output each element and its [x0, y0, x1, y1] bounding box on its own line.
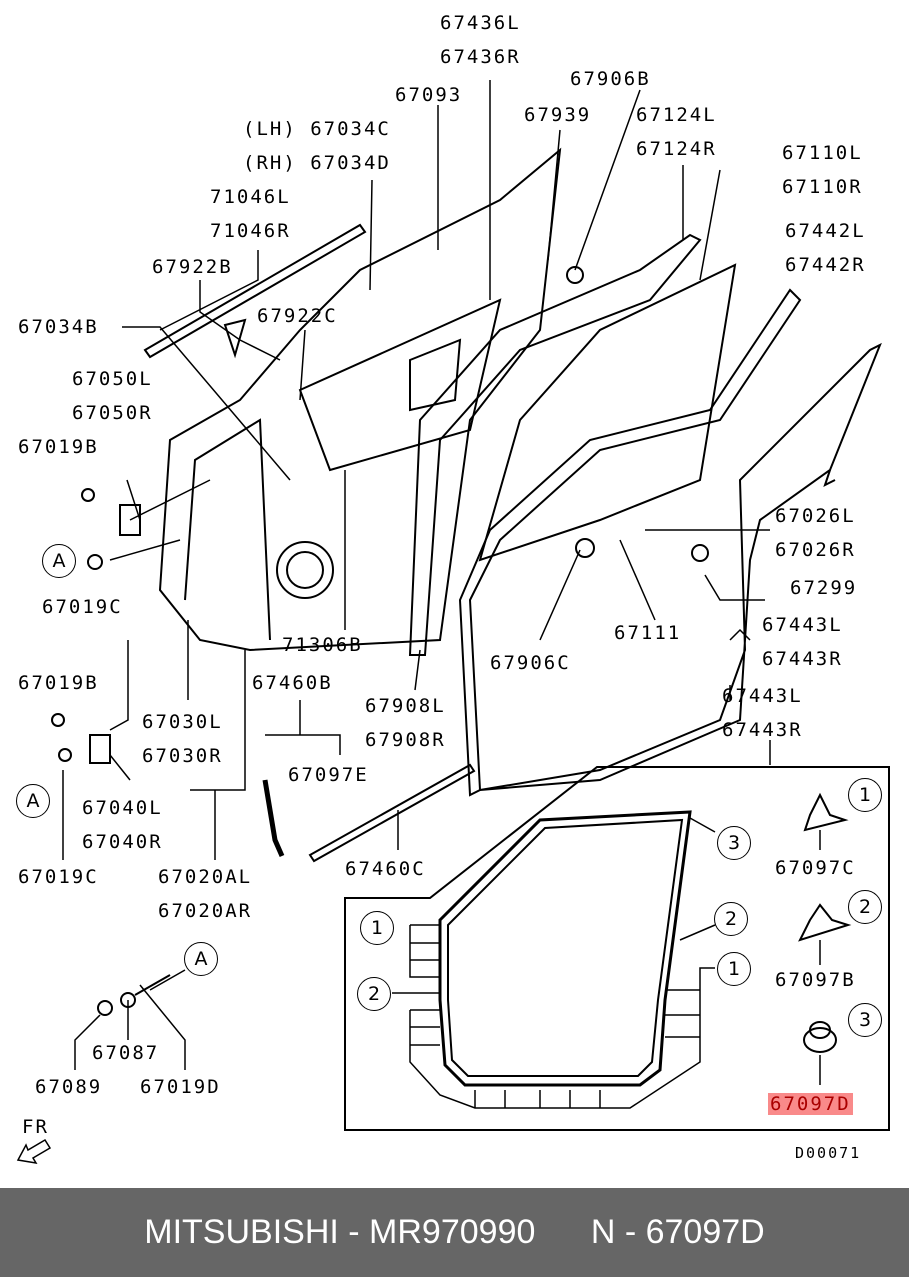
- callout-circle: 3: [717, 826, 751, 860]
- part-number-label[interactable]: 67443R: [762, 648, 843, 670]
- part-number-label[interactable]: 67097C: [775, 857, 856, 879]
- part-number-label[interactable]: 67040R: [82, 831, 163, 853]
- ref-marker-a: A: [42, 544, 76, 578]
- part-number-label[interactable]: 67110R: [782, 176, 863, 198]
- part-number-label[interactable]: 71046L: [210, 186, 291, 208]
- part-number-label[interactable]: (LH) 67034C: [243, 118, 391, 140]
- footer-bar: MITSUBISHI - MR970990 N - 67097D: [0, 1188, 909, 1277]
- part-number-label[interactable]: 67443R: [722, 719, 803, 741]
- part-number-label[interactable]: 67026L: [775, 505, 856, 527]
- part-number-label[interactable]: 67442L: [785, 220, 866, 242]
- part-number-label[interactable]: 67110L: [782, 142, 863, 164]
- part-number-label[interactable]: 67019B: [18, 436, 99, 458]
- part-number-label[interactable]: 67922C: [257, 305, 338, 327]
- callout-circle: 2: [714, 902, 748, 936]
- part-number-label[interactable]: 67019C: [18, 866, 99, 888]
- part-number-label[interactable]: 71046R: [210, 220, 291, 242]
- callout-circle: 1: [848, 778, 882, 812]
- diagram-code: D00071: [795, 1144, 862, 1162]
- part-number-label[interactable]: 67050L: [72, 368, 153, 390]
- part-number-label[interactable]: 67443L: [722, 685, 803, 707]
- footer-brand-part: MITSUBISHI - MR970990: [144, 1213, 536, 1251]
- part-number-label[interactable]: 67020AR: [158, 900, 253, 922]
- part-number-label[interactable]: 67020AL: [158, 866, 253, 888]
- part-number-label[interactable]: 67460B: [252, 672, 333, 694]
- front-direction-label: FR: [22, 1116, 49, 1138]
- part-number-label[interactable]: 67443L: [762, 614, 843, 636]
- footer-ref-part: N - 67097D: [590, 1213, 765, 1251]
- inset-seal: [438, 810, 692, 1087]
- ref-marker-a: A: [184, 942, 218, 976]
- arrow-front-left-icon: [16, 1138, 52, 1165]
- part-number-label[interactable]: 67093: [395, 84, 463, 106]
- part-number-label[interactable]: 67089: [35, 1076, 103, 1098]
- part-number-label[interactable]: 67019D: [140, 1076, 221, 1098]
- part-number-label[interactable]: 67019C: [42, 596, 123, 618]
- run-channel: [408, 233, 702, 656]
- part-number-label[interactable]: 67908L: [365, 695, 446, 717]
- callout-circle: 1: [717, 952, 751, 986]
- part-number-label[interactable]: 67124R: [636, 138, 717, 160]
- part-number-label[interactable]: 67939: [524, 104, 592, 126]
- callout-circle: 3: [848, 1003, 882, 1037]
- part-number-label[interactable]: 67442R: [785, 254, 866, 276]
- part-number-label[interactable]: 71306B: [282, 634, 363, 656]
- door-shell: [158, 147, 562, 652]
- part-number-label[interactable]: 67299: [790, 577, 858, 599]
- door-exploded-drawing: [16, 80, 890, 1165]
- part-number-label[interactable]: 67460C: [345, 858, 426, 880]
- inset-box: [344, 766, 890, 1131]
- part-number-label[interactable]: 67030L: [142, 711, 223, 733]
- part-number-label[interactable]: 67019B: [18, 672, 99, 694]
- part-number-label[interactable]: 67922B: [152, 256, 233, 278]
- callout-circle: 1: [360, 911, 394, 945]
- part-number-label[interactable]: 67097E: [288, 764, 369, 786]
- part-number-label[interactable]: 67906B: [570, 68, 651, 90]
- part-number-label[interactable]: 67436R: [440, 46, 521, 68]
- callout-circle: 2: [357, 977, 391, 1011]
- weatherstrip: [458, 288, 802, 797]
- part-number-label[interactable]: 67030R: [142, 745, 223, 767]
- part-number-label[interactable]: 67111: [614, 622, 682, 644]
- ref-marker-a: A: [16, 784, 50, 818]
- part-number-label[interactable]: 67908R: [365, 729, 446, 751]
- highlighted-part-number[interactable]: 67097D: [768, 1093, 853, 1115]
- part-number-label[interactable]: 67050R: [72, 402, 153, 424]
- part-number-label[interactable]: 67124L: [636, 104, 717, 126]
- part-number-label[interactable]: 67087: [92, 1042, 160, 1064]
- part-number-label[interactable]: 67097B: [775, 969, 856, 991]
- part-number-label[interactable]: 67034B: [18, 316, 99, 338]
- callout-circle: 2: [848, 890, 882, 924]
- part-number-label[interactable]: 67026R: [775, 539, 856, 561]
- door-glass: [478, 263, 737, 562]
- part-number-label[interactable]: 67040L: [82, 797, 163, 819]
- part-number-label[interactable]: 67436L: [440, 12, 521, 34]
- part-number-label[interactable]: 67906C: [490, 652, 571, 674]
- part-number-label[interactable]: (RH) 67034D: [243, 152, 391, 174]
